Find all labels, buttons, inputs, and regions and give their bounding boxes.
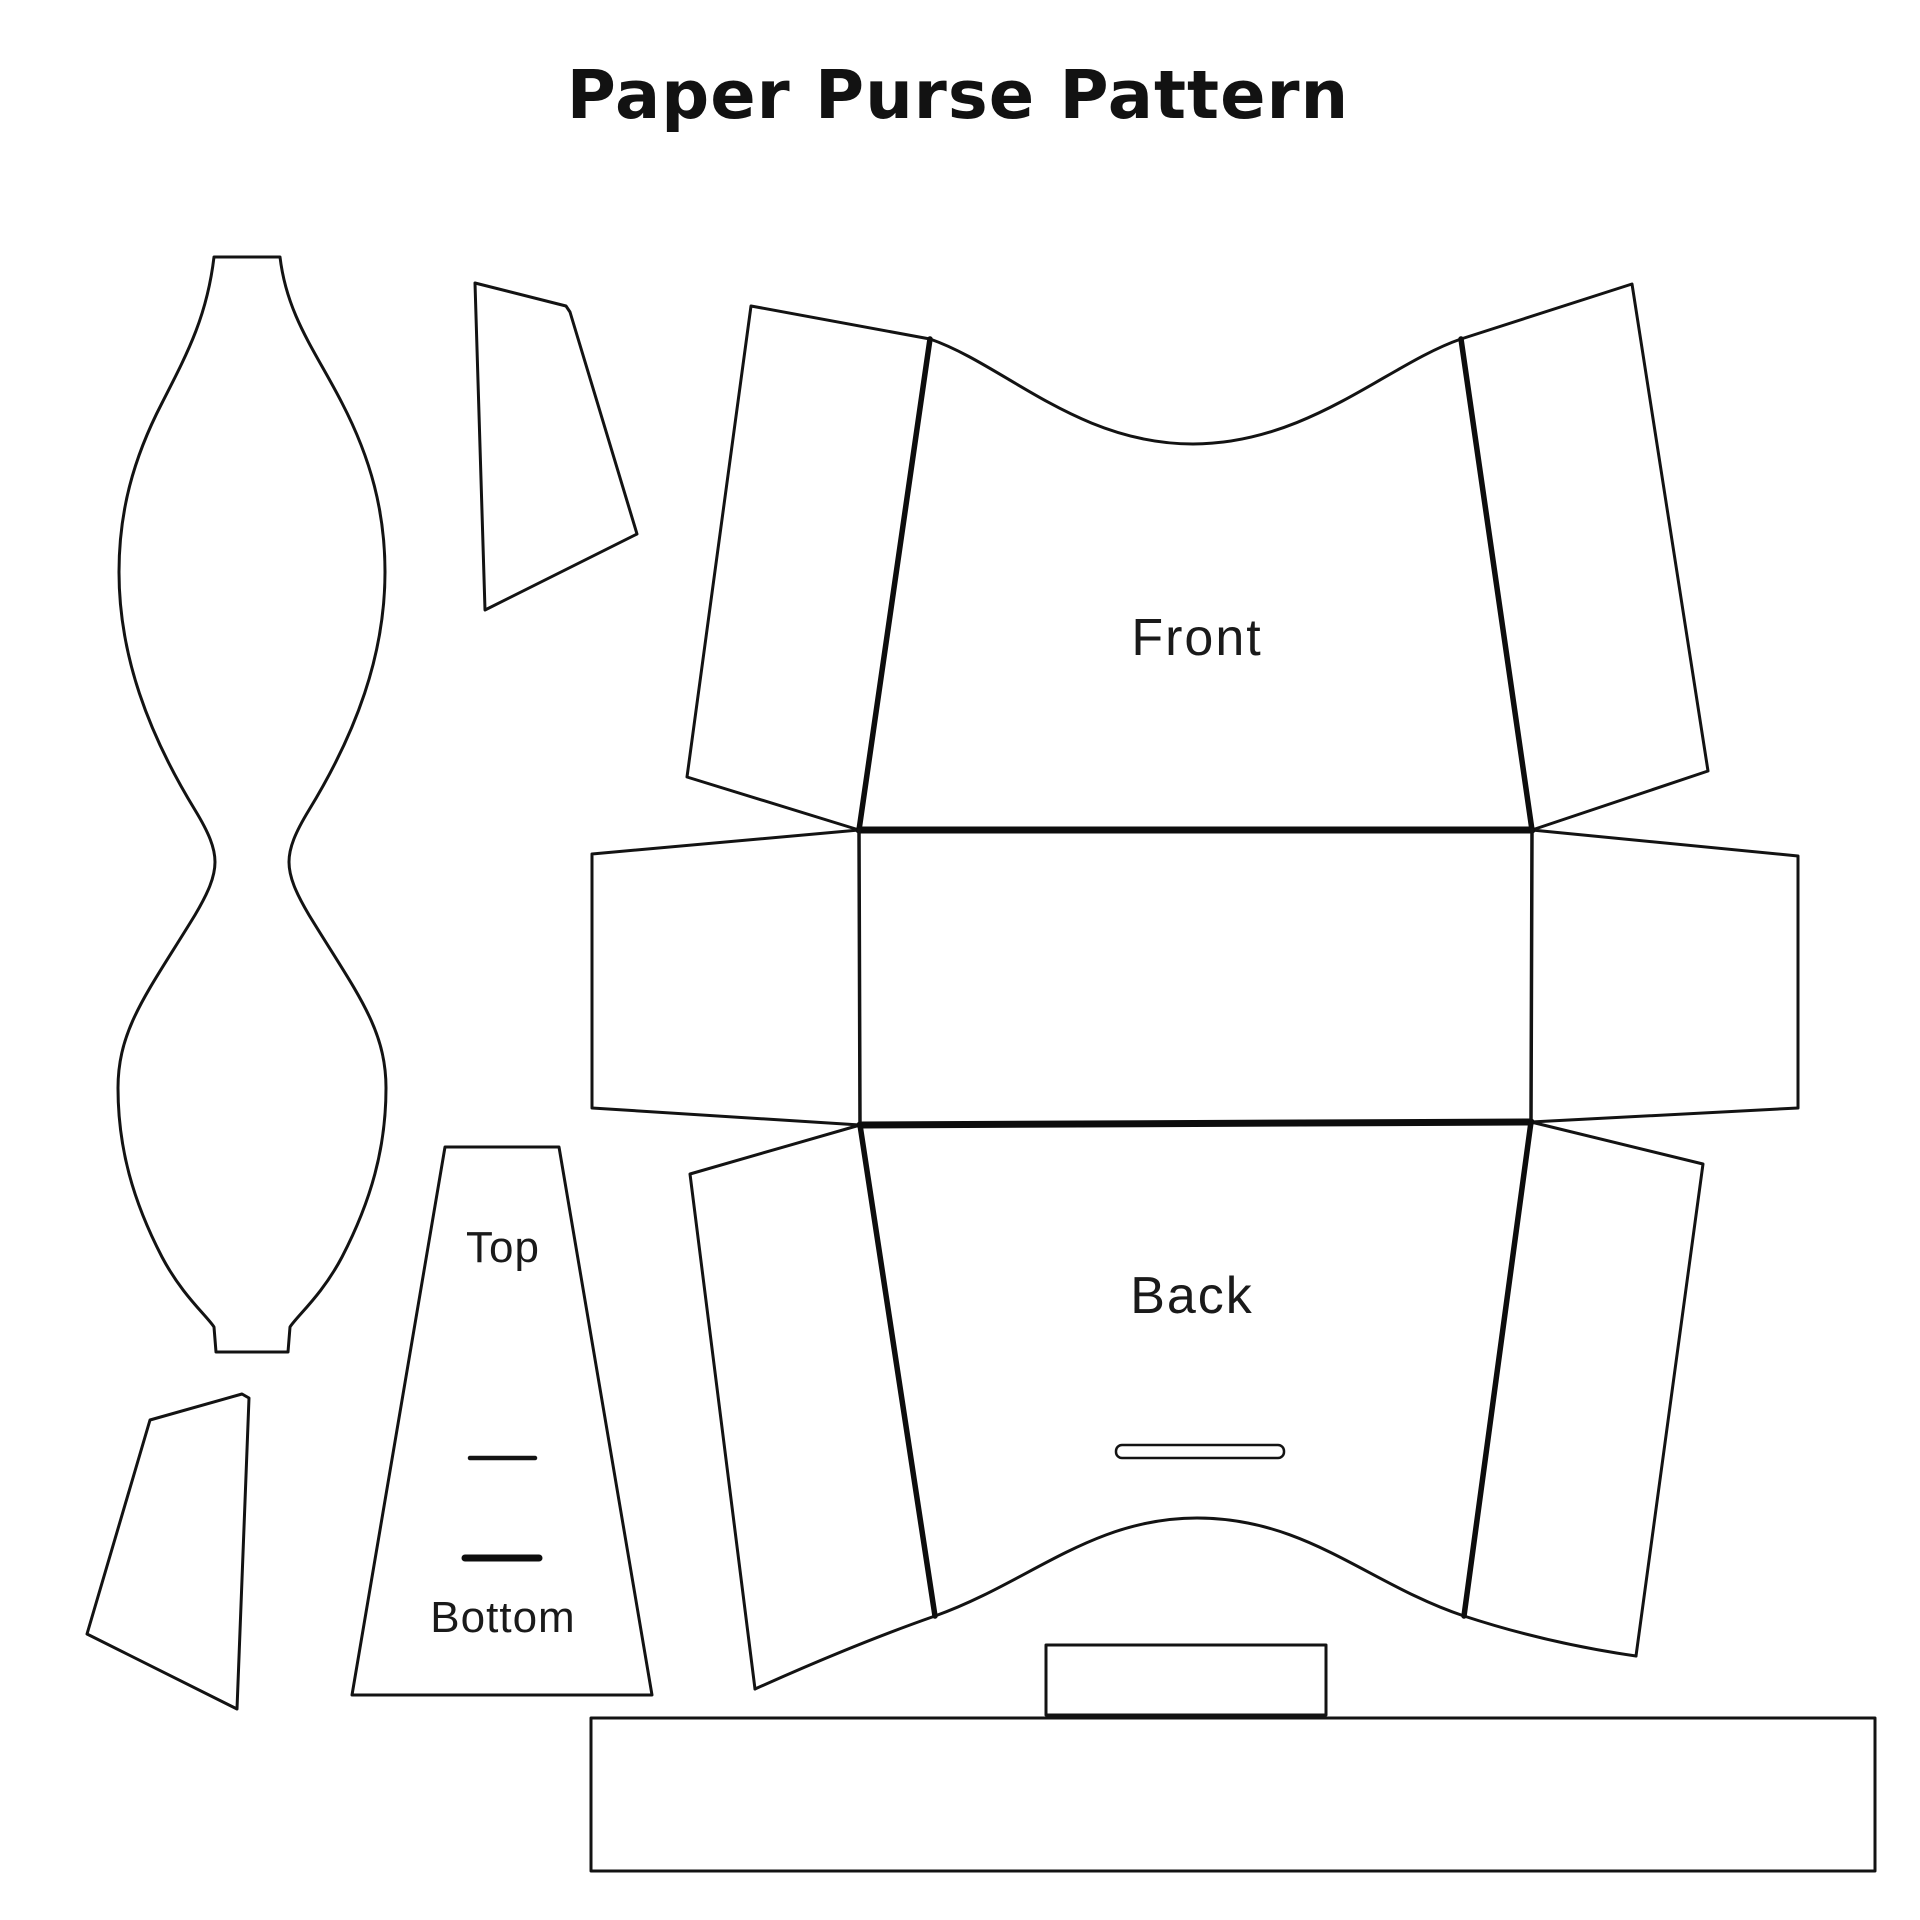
gusset-piece-bottom-outline <box>85 1392 251 1711</box>
base-right-edge <box>1529 828 1534 1124</box>
fold-line-front-right <box>1458 336 1535 833</box>
back-right-flap-outline <box>1529 1120 1705 1658</box>
base-right-flap-outline <box>1529 828 1800 1124</box>
back-left-flap-outline <box>688 1123 862 1691</box>
base-left-flap-outline <box>590 828 862 1127</box>
page-title: Paper Purse Pattern <box>567 56 1350 134</box>
handle-piece-outline <box>116 255 388 1354</box>
strap-rectangle-outline <box>589 1716 1877 1873</box>
trapezoid-piece-outline <box>350 1145 654 1697</box>
trapezoid-top-label: Top <box>466 1223 540 1272</box>
gusset-piece-top-outline <box>473 281 639 612</box>
fold-line-front-left <box>856 336 933 833</box>
fold-line-back-right <box>1461 1119 1534 1619</box>
tab-rectangle-outline <box>1044 1643 1328 1717</box>
trapezoid-bottom-label: Bottom <box>430 1593 575 1642</box>
back-bottom-curved-edge <box>753 1516 1638 1691</box>
front-left-flap-outline <box>685 304 932 832</box>
fold-line-base-bottom <box>856 1118 1535 1129</box>
front-top-curved-edge <box>928 337 1463 446</box>
front-right-flap-outline <box>1459 282 1710 832</box>
closure-slot <box>1114 1443 1286 1460</box>
base-left-edge <box>857 828 862 1127</box>
front-panel-label: Front <box>1131 609 1262 667</box>
back-panel-label: Back <box>1130 1267 1254 1325</box>
fold-line-back-left <box>857 1122 938 1619</box>
